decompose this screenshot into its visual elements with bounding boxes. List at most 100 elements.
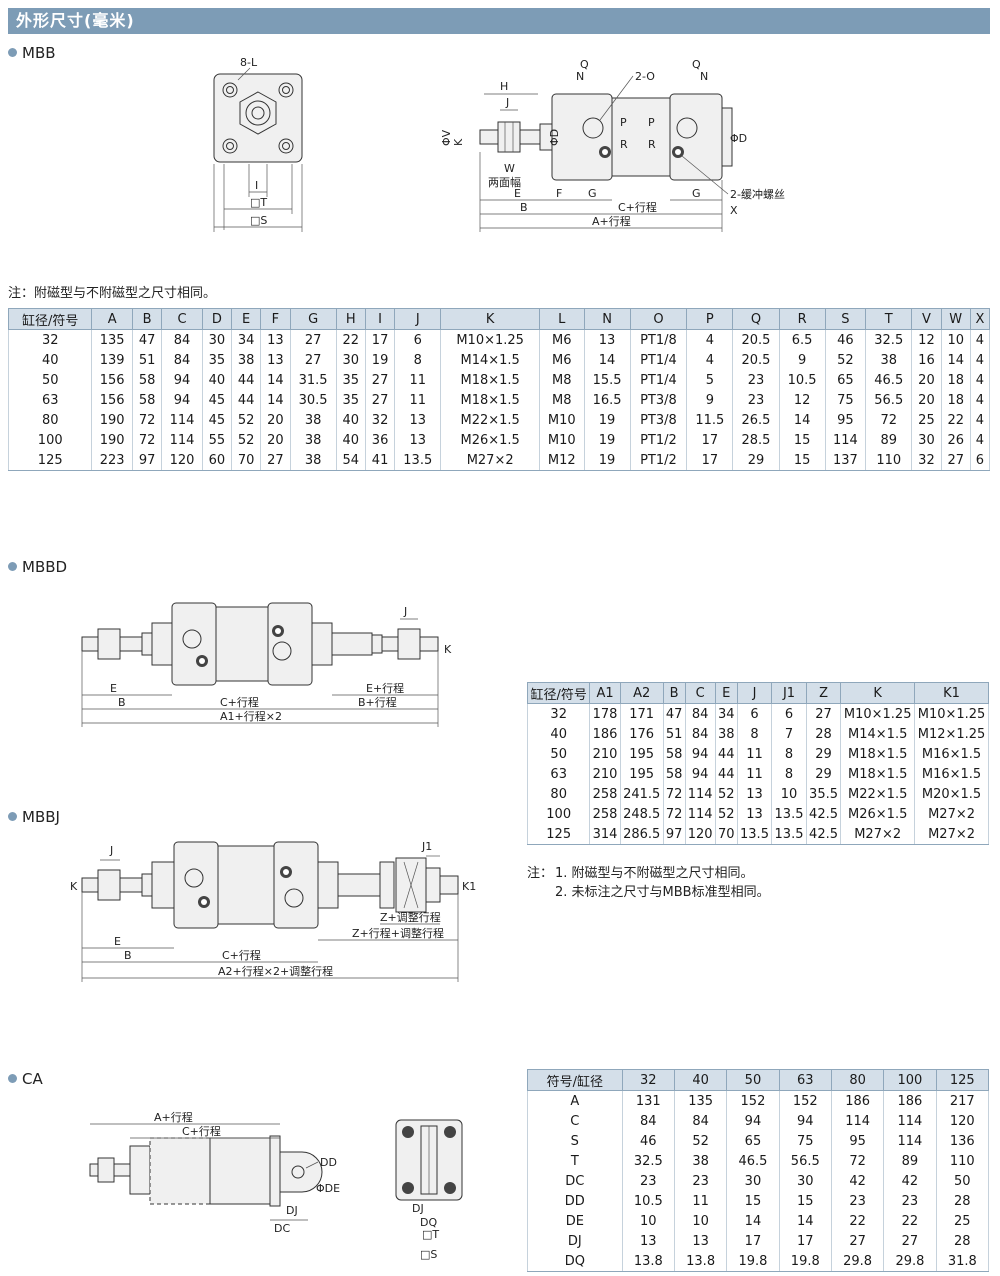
- table-cell: 13: [736, 784, 773, 804]
- svg-text:J: J: [403, 605, 407, 618]
- table-cell: 20.5: [732, 350, 780, 370]
- table-cell: 13: [260, 329, 291, 350]
- table-cell: PT1/8: [629, 329, 688, 350]
- table-cell: 15: [726, 1191, 780, 1211]
- table-cell: 11.5: [686, 410, 734, 430]
- table-cell: 14: [940, 350, 971, 370]
- column-header: 32: [621, 1069, 675, 1091]
- table-cell: 54: [335, 450, 366, 471]
- front-cover: [173, 841, 219, 929]
- table-cell: 9: [686, 390, 734, 410]
- svg-text:C+行程: C+行程: [220, 696, 259, 709]
- table-cell: 58: [662, 744, 686, 764]
- svg-text:N: N: [576, 70, 584, 83]
- table-cell: 114: [883, 1111, 937, 1131]
- table-cell: M27×2: [914, 804, 989, 824]
- table-cell: 11: [736, 764, 773, 784]
- table-cell: 84: [621, 1111, 675, 1131]
- column-header: X: [969, 308, 991, 330]
- table-cell: 29: [732, 450, 780, 471]
- table-cell: 186: [883, 1090, 937, 1111]
- table-cell: 19: [583, 450, 631, 471]
- svg-text:A+行程: A+行程: [154, 1111, 193, 1124]
- table-cell: 80: [7, 410, 93, 430]
- table-cell: 16: [911, 350, 942, 370]
- table-cell: 13.5: [771, 824, 807, 845]
- table-cell: 10.5: [778, 370, 826, 390]
- table-cell: 27: [805, 703, 842, 724]
- table-cell: 84: [673, 1111, 728, 1131]
- table-cell: 114: [830, 1111, 885, 1131]
- svg-text:C+行程: C+行程: [618, 201, 657, 214]
- table-cell: 15: [778, 450, 826, 471]
- svg-text:2-O: 2-O: [635, 70, 655, 83]
- table-cell: 27: [364, 370, 396, 390]
- table-cell: 46.5: [865, 370, 913, 390]
- table-cell: M14×1.5: [440, 350, 540, 370]
- table-cell: 30: [778, 1171, 832, 1191]
- column-header: C: [684, 682, 716, 704]
- svg-text:DD: DD: [320, 1156, 337, 1169]
- table-cell: 18: [940, 370, 971, 390]
- table-cell: 38: [673, 1151, 728, 1171]
- table-cell: 131: [621, 1090, 675, 1111]
- table-cell: 89: [883, 1151, 937, 1171]
- front-cover: [171, 602, 217, 686]
- table-cell: 156: [91, 370, 133, 390]
- table-cell: 13: [583, 329, 631, 350]
- cylinder-tube: [209, 1137, 271, 1205]
- column-header: Z: [805, 682, 842, 704]
- cylinder-tube: [215, 606, 269, 682]
- table-cell: 15.5: [583, 370, 631, 390]
- column-header: 40: [673, 1069, 728, 1091]
- column-header: B: [131, 308, 163, 330]
- table-cell: 44: [231, 370, 262, 390]
- table-cell: 156: [91, 390, 133, 410]
- table-cell: 29.8: [883, 1251, 937, 1272]
- svg-text:B: B: [520, 201, 528, 214]
- table-cell: 13: [260, 350, 291, 370]
- table-cell: 114: [161, 430, 203, 450]
- note-mbbd-1: 1. 附磁型与不附磁型之尺寸相同。: [555, 866, 754, 881]
- table-cell: 56.5: [865, 390, 913, 410]
- table-cell: 17: [686, 450, 734, 471]
- table-cell: 63: [7, 390, 93, 410]
- table-cell: 195: [619, 744, 664, 764]
- table-cell: 52: [824, 350, 867, 370]
- svg-text:DJ: DJ: [286, 1204, 298, 1217]
- table-cell: 23: [883, 1191, 937, 1211]
- svg-text:K1: K1: [462, 880, 476, 893]
- table-cell: 38: [289, 430, 337, 450]
- svg-text:B+行程: B+行程: [358, 696, 397, 709]
- svg-text:E: E: [110, 682, 117, 695]
- svg-text:P: P: [620, 116, 627, 129]
- table-cell: 13.5: [771, 804, 807, 824]
- table-cell: 44: [714, 764, 738, 784]
- table-cell: 18: [940, 390, 971, 410]
- table-cell: 28: [805, 724, 842, 744]
- table-cell: 120: [161, 450, 203, 471]
- table-cell: 217: [935, 1090, 990, 1111]
- table-cell: 13: [736, 804, 773, 824]
- table-cell: 32: [7, 329, 93, 350]
- table-cell: 70: [231, 450, 262, 471]
- table-cell: 26: [940, 430, 971, 450]
- table-cell: 84: [161, 350, 203, 370]
- svg-text:K: K: [70, 880, 78, 893]
- table-cell: 30: [911, 430, 942, 450]
- table-cell: 114: [684, 804, 716, 824]
- table-cell: 16.5: [583, 390, 631, 410]
- svg-text:W: W: [504, 162, 515, 175]
- table-cell: S: [527, 1131, 623, 1151]
- table-cell: 4: [969, 410, 991, 430]
- column-header: D: [201, 308, 233, 330]
- table-cell: 94: [684, 744, 716, 764]
